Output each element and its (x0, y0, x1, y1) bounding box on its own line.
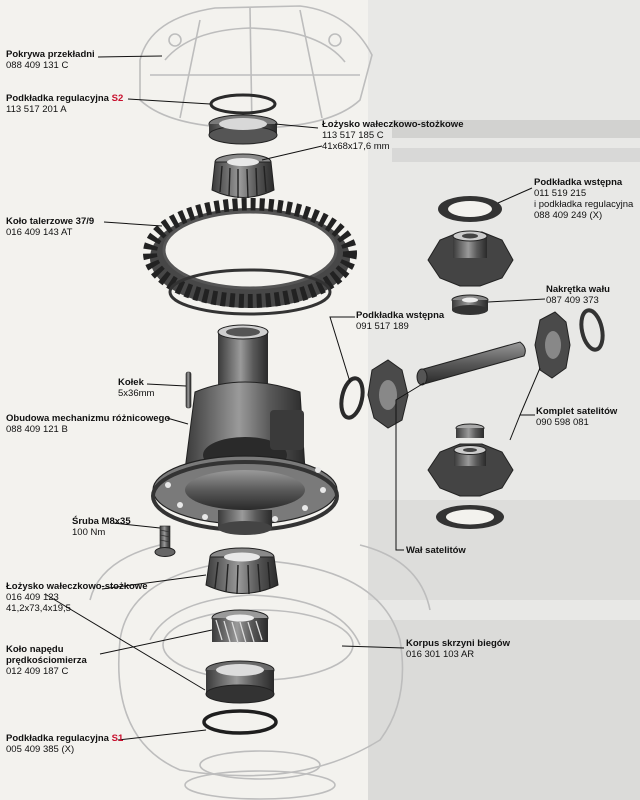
label-planet-set: Komplet satelitów 090 598 081 (536, 406, 617, 428)
cover-sketch (139, 5, 373, 129)
thrust-washer-left (339, 376, 365, 420)
bearing-top-cone (211, 153, 275, 199)
planet-gear-left (367, 359, 409, 429)
label-shim-s2-title: Podkładka regulacyjna (6, 93, 109, 104)
label-speedo-gear-title: Koło napędu (6, 644, 64, 655)
shim-s1-ring (202, 709, 278, 735)
label-speedo-gear-number: 012 409 187 C (6, 666, 69, 677)
label-shaft-nut: Nakrętka wału 087 409 373 (546, 284, 610, 306)
thrust-washer-right (438, 196, 502, 222)
speedo-gear (211, 609, 269, 644)
label-thrust-washer-right: Podkładka wstępna 011 519 215 i podkładk… (534, 177, 633, 221)
bolt (154, 525, 176, 557)
label-ring-gear: Koło talerzowe 37/9 016 409 143 AT (6, 216, 94, 238)
label-pin-title: Kołek (118, 377, 144, 388)
label-cover: Pokrywa przekładni 088 409 131 C (6, 49, 95, 71)
label-thrust-washer-left-number: 091 517 189 (356, 321, 409, 332)
shim-s2-ring (209, 93, 277, 115)
label-shim-s1-number: 005 409 385 (X) (6, 744, 75, 755)
label-planet-shaft-title: Wał satelitów (406, 545, 466, 556)
label-bearing-bottom: Łożysko wałeczkowo-stożkowe 016 409 123 … (6, 581, 147, 614)
background-text-band (368, 500, 640, 600)
label-shim-s2: Podkładka regulacyjna S2 113 517 201 A (6, 93, 123, 115)
label-cover-title: Pokrywa przekładni (6, 49, 95, 60)
label-bearing-top-number: 113 517 185 C (322, 130, 384, 141)
label-shaft-nut-title: Nakrętka wału (546, 284, 610, 295)
label-bearing-bottom-number: 016 409 123 (6, 592, 59, 603)
label-thrust-washer-left: Podkładka wstępna 091 517 189 (356, 310, 444, 332)
label-gearbox-body-title: Korpus skrzyni biegów (406, 638, 510, 649)
label-bolt-title: Śruba M8x35 (72, 516, 131, 527)
label-shim-s1-tag: S1 (111, 733, 124, 744)
thrust-washer-bottom (436, 505, 504, 529)
diff-housing (151, 324, 339, 535)
side-gear-right-top (427, 230, 514, 287)
label-speedo-gear-title2: prędkościomierza (6, 655, 87, 666)
label-bearing-top-size: 41x68x17,6 mm (322, 141, 390, 152)
label-pin: Kołek 5x36mm (118, 377, 154, 399)
label-thrust-washer-right-number: 011 519 215 (534, 188, 587, 199)
label-cover-number: 088 409 131 C (6, 60, 69, 71)
bearing-top-cup (208, 114, 278, 145)
label-shim-s2-tag: S2 (111, 93, 124, 104)
label-gearbox-body-number: 016 301 103 AR (406, 649, 475, 660)
label-shim-s1-title: Podkładka regulacyjna (6, 733, 109, 744)
leader-lines (44, 55, 546, 741)
background-text-band (368, 620, 640, 800)
label-pin-size: 5x36mm (118, 388, 155, 399)
label-diff-housing: Obudowa mechanizmu różnicowego 088 409 1… (6, 413, 170, 435)
planet-washer-right (579, 308, 605, 352)
label-thrust-washer-right-extra-title: i podkładka regulacyjna (534, 199, 634, 210)
shaft-nut (451, 294, 489, 315)
label-thrust-washer-right-extra-number: 088 409 249 (X) (534, 210, 603, 221)
label-planet-shaft: Wał satelitów (406, 545, 466, 556)
ring-gear (143, 198, 357, 316)
label-gearbox-body: Korpus skrzyni biegów 016 301 103 AR (406, 638, 510, 660)
label-bolt-torque: 100 Nm (72, 527, 106, 538)
label-diff-housing-title: Obudowa mechanizmu różnicowego (6, 413, 171, 424)
label-shim-s1: Podkładka regulacyjna S1 005 409 385 (X) (6, 733, 123, 755)
label-bearing-top: Łożysko wałeczkowo-stożkowe 113 517 185 … (322, 119, 463, 152)
bearing-bottom-cup (205, 660, 275, 704)
pin (185, 371, 192, 409)
bearing-bottom (205, 547, 279, 595)
label-shaft-nut-number: 087 409 373 (546, 295, 599, 306)
label-planet-set-title: Komplet satelitów (536, 406, 618, 417)
label-bearing-bottom-size: 41,2x73,4x19,5 (6, 603, 71, 614)
background-text-band (392, 148, 640, 162)
background-text-band (392, 120, 640, 138)
label-bolt: Śruba M8x35 100 Nm (72, 516, 131, 538)
label-thrust-washer-left-title: Podkładka wstępna (356, 310, 445, 321)
label-speedo-gear: Koło napędu prędkościomierza 012 409 187… (6, 644, 87, 677)
side-gear-bottom (427, 423, 514, 497)
planet-shaft (416, 341, 526, 386)
label-ring-gear-title: Koło talerzowe 37/9 (6, 216, 95, 227)
label-shim-s2-number: 113 517 201 A (6, 104, 67, 115)
label-diff-housing-number: 088 409 121 B (6, 424, 68, 435)
label-ring-gear-number: 016 409 143 AT (6, 227, 73, 238)
label-planet-set-number: 090 598 081 (536, 417, 589, 428)
planet-gear-right (534, 311, 571, 379)
label-bearing-bottom-title: Łożysko wałeczkowo-stożkowe (6, 581, 148, 592)
label-bearing-top-title: Łożysko wałeczkowo-stożkowe (322, 119, 464, 130)
label-thrust-washer-right-title: Podkładka wstępna (534, 177, 623, 188)
